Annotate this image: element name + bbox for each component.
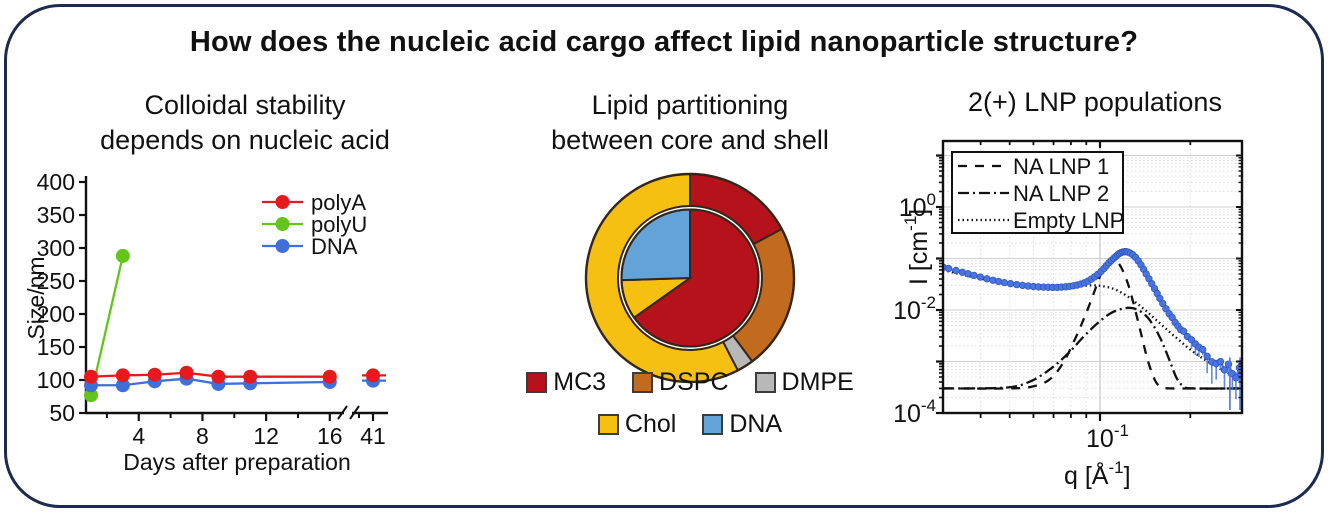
pie-legend-swatch-DSPC bbox=[632, 372, 654, 393]
pie-legend-label-DMPE: DMPE bbox=[781, 368, 854, 396]
right-chart-saxs-intensity: 100​ 10-2​ 10-4​ 10-1​ q [Å-1​] I [cm-1​] NA L… bbox=[893, 139, 1244, 490]
left-panel-title: Colloidal stability depends on nucleic a… bbox=[20, 88, 470, 158]
svg-text:polyA: polyA bbox=[311, 190, 366, 215]
right-panel-title: 2(+) LNP populations bbox=[968, 87, 1222, 117]
svg-text:4: 4 bbox=[132, 423, 145, 449]
right-chart-curve-Empty-LNP bbox=[944, 268, 1241, 381]
pie-legend-swatch-MC3 bbox=[526, 372, 548, 393]
pie-legend-item-DNA: DNA bbox=[702, 410, 782, 439]
pie-legend-row-2: Chol DNA bbox=[470, 410, 910, 439]
svg-text:Size/nm: Size/nm bbox=[23, 256, 49, 339]
pie-legend-item-DSPC: DSPC bbox=[632, 368, 729, 397]
main-title: How does the nucleic acid cargo affect l… bbox=[189, 26, 1139, 58]
pie-outer-ring bbox=[585, 172, 795, 383]
pie-legend-label-Chol: Chol bbox=[624, 410, 677, 438]
pie-inner-core bbox=[620, 208, 760, 348]
pie-legend-label-MC3: MC3 bbox=[553, 368, 607, 396]
pie-legend-item-MC3: MC3 bbox=[526, 368, 606, 397]
right-chart-curve-NA-LNP-2 bbox=[944, 306, 1241, 390]
left-panel-title-line2: depends on nucleic acid bbox=[100, 125, 390, 155]
pie-legend-swatch-DMPE bbox=[754, 372, 776, 393]
svg-text:41: 41 bbox=[360, 423, 386, 449]
svg-text:8: 8 bbox=[196, 423, 209, 449]
svg-text:16: 16 bbox=[317, 423, 343, 449]
legend-label-NA-LNP-2: NA LNP 2 bbox=[1013, 181, 1109, 206]
y-tick-label-10e-2: 10-2​ bbox=[893, 293, 936, 325]
pie-legend-item-DMPE: DMPE bbox=[754, 368, 854, 397]
middle-panel-title-line1: Lipid partitioning bbox=[591, 90, 789, 120]
svg-text:200: 200 bbox=[37, 301, 75, 327]
nested-pie-chart bbox=[584, 172, 796, 384]
svg-text:DNA: DNA bbox=[311, 234, 358, 259]
svg-text:Days after preparation: Days after preparation bbox=[123, 449, 351, 475]
svg-text:polyU: polyU bbox=[311, 212, 367, 237]
right-chart-plot-area bbox=[944, 247, 1241, 410]
middle-panel-title-line2: between core and shell bbox=[551, 125, 829, 155]
pie-legend-swatch-DNA bbox=[702, 414, 724, 435]
pie-legend-label-DSPC: DSPC bbox=[659, 368, 729, 396]
svg-text:400: 400 bbox=[37, 169, 75, 195]
left-chart-series-polyU bbox=[84, 248, 130, 403]
x-axis-label: q [Å-1​] bbox=[1064, 458, 1131, 490]
legend-label-Empty-LNP: Empty LNP bbox=[1013, 208, 1124, 233]
pie-legend-swatch-Chol bbox=[597, 414, 619, 435]
middle-panel-title: Lipid partitioning between core and shel… bbox=[470, 88, 910, 158]
pie-legend-row-1: MC3 DSPC DMPE bbox=[470, 368, 910, 397]
y-axis-label: I [cm-1​] bbox=[901, 209, 933, 285]
right-chart-axes: 100​ 10-2​ 10-4​ 10-1​ q [Å-1​] I [cm-1​] bbox=[893, 139, 1244, 490]
svg-text:150: 150 bbox=[37, 334, 75, 360]
x-tick-label-10e-1: 10-1​ bbox=[1086, 421, 1129, 453]
pie-legend-item-Chol: Chol bbox=[597, 410, 677, 439]
svg-text:12: 12 bbox=[253, 423, 279, 449]
svg-text:250: 250 bbox=[37, 268, 75, 294]
left-panel-title-line1: Colloidal stability bbox=[144, 90, 346, 120]
svg-text:100: 100 bbox=[37, 367, 75, 393]
y-tick-label-10e0: 100​ bbox=[899, 190, 936, 222]
pie-legend-label-DNA: DNA bbox=[729, 410, 783, 438]
svg-text:350: 350 bbox=[37, 202, 75, 228]
left-chart-series-polyA bbox=[84, 365, 386, 384]
svg-text:300: 300 bbox=[37, 235, 75, 261]
y-tick-label-10e-4: 10-4​ bbox=[893, 396, 936, 428]
legend-label-NA-LNP-1: NA LNP 1 bbox=[1013, 154, 1109, 179]
right-chart-data-series bbox=[944, 247, 1241, 410]
svg-text:50: 50 bbox=[49, 400, 75, 426]
